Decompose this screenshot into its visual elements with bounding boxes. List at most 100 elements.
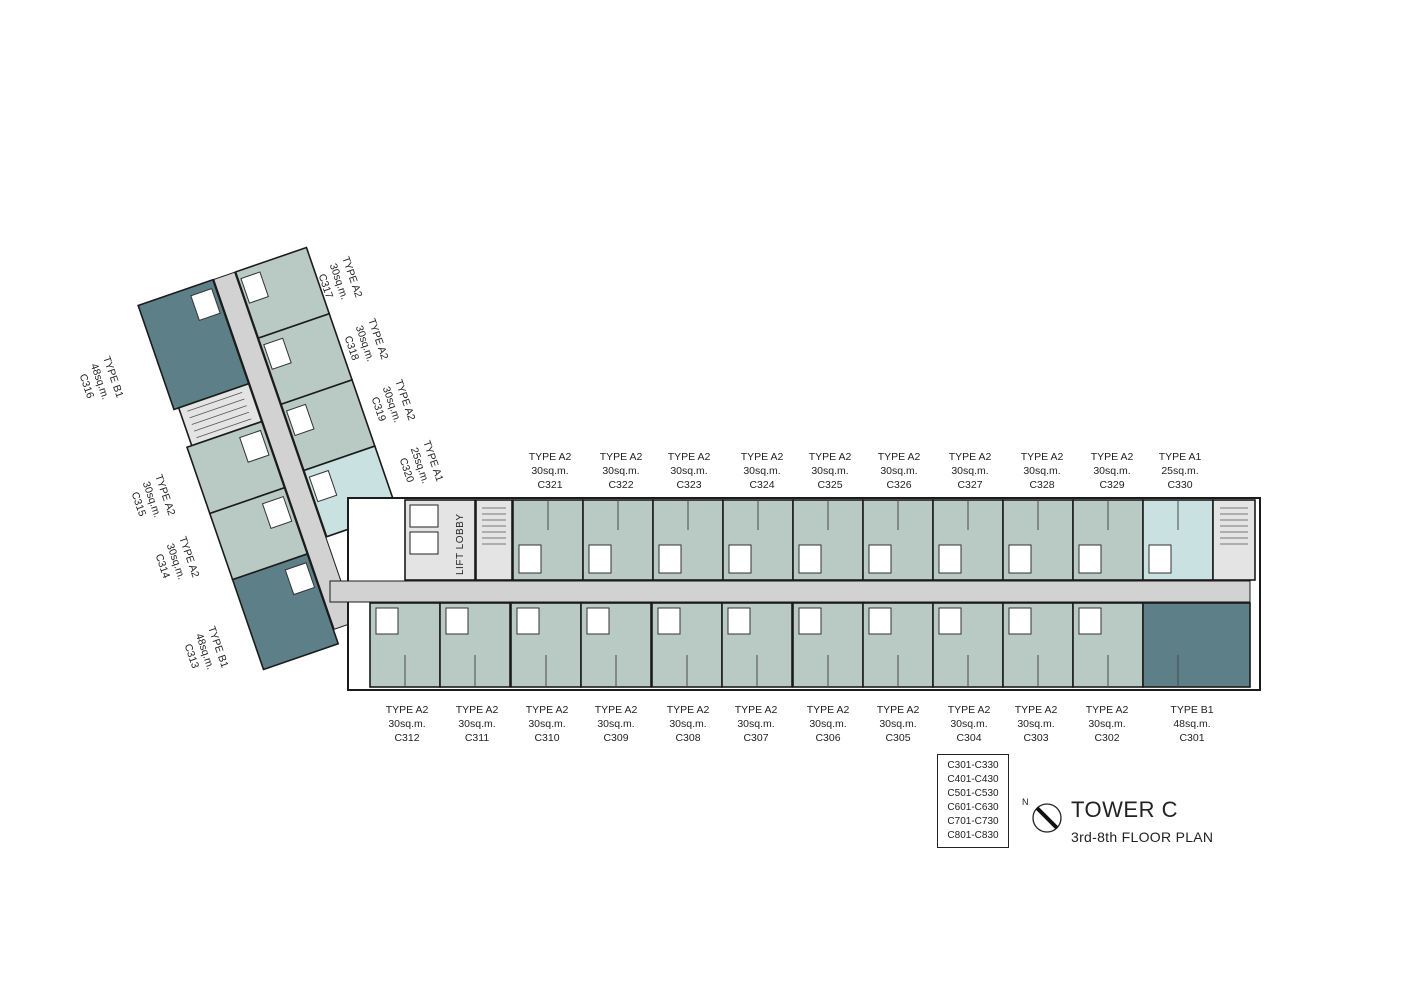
unit-area: 30sq.m. — [811, 465, 848, 477]
unit-type: TYPE A2 — [735, 704, 778, 716]
unit-label-C322: TYPE A2 30sq.m. C322 — [600, 451, 643, 491]
floor-range: C701-C730 — [947, 816, 999, 827]
unit-code: C322 — [608, 479, 633, 491]
bathroom — [240, 271, 270, 304]
bathroom — [588, 544, 612, 574]
unit-type: TYPE A1 — [1159, 451, 1202, 463]
unit-code: C311 — [465, 732, 489, 744]
unit-type: TYPE A2 — [526, 704, 569, 716]
unit-code: C321 — [537, 479, 562, 491]
bathroom — [445, 607, 469, 635]
unit-type: TYPE A2 — [1091, 451, 1134, 463]
bathroom — [1078, 607, 1102, 635]
bathroom — [868, 607, 892, 635]
unit-code: C312 — [394, 732, 419, 744]
main-block: LIFT LOBBY — [329, 497, 1261, 691]
unit-label-C308: TYPE A2 30sq.m. C308 — [667, 704, 710, 744]
unit-code: C303 — [1023, 732, 1048, 744]
unit-code: C330 — [1167, 479, 1192, 491]
unit-type: TYPE A2 — [1021, 451, 1064, 463]
unit-label-C328: TYPE A2 30sq.m. C328 — [1021, 451, 1064, 491]
bathroom — [1008, 544, 1032, 574]
unit-area: 30sq.m. — [743, 465, 780, 477]
unit-type: TYPE A2 — [667, 704, 710, 716]
unit-area: 30sq.m. — [669, 718, 706, 730]
unit-type: TYPE A2 — [877, 704, 920, 716]
unit-type: TYPE B1 — [1170, 704, 1213, 716]
unit-code: C309 — [603, 732, 628, 744]
floor-range: C601-C630 — [947, 802, 999, 813]
unit-area: 30sq.m. — [597, 718, 634, 730]
bathroom — [516, 607, 540, 635]
unit-code: C308 — [675, 732, 700, 744]
unit-area: 30sq.m. — [1017, 718, 1054, 730]
bathroom — [190, 287, 221, 321]
unit-area: 30sq.m. — [670, 465, 707, 477]
bathroom — [798, 544, 822, 574]
bathroom — [727, 607, 751, 635]
unit-area: 30sq.m. — [1088, 718, 1125, 730]
unit-area: 30sq.m. — [737, 718, 774, 730]
floor-range: C801-C830 — [947, 830, 999, 841]
unit-type: TYPE A2 — [600, 451, 643, 463]
unit-code: C325 — [817, 479, 842, 491]
bathroom — [728, 544, 752, 574]
unit-area: 30sq.m. — [602, 465, 639, 477]
lift-lobby-label: LIFT LOBBY — [455, 513, 466, 575]
unit-type: TYPE A2 — [1086, 704, 1129, 716]
unit-code: C304 — [956, 732, 981, 744]
bathroom — [518, 544, 542, 574]
unit-code: C323 — [676, 479, 701, 491]
floor-range: C301-C330 — [947, 760, 999, 771]
bathroom — [239, 429, 270, 463]
north-label: N — [1022, 797, 1029, 807]
unit-area: 30sq.m. — [458, 718, 495, 730]
bathroom — [798, 607, 822, 635]
unit-area: 30sq.m. — [528, 718, 565, 730]
compass-icon — [1032, 803, 1062, 833]
unit-label-C323: TYPE A2 30sq.m. C323 — [668, 451, 711, 491]
unit-area: 48sq.m. — [1173, 718, 1210, 730]
floor-range-box: C301-C330 C401-C430 C501-C530 C601-C630 … — [937, 754, 1009, 848]
bathroom — [261, 495, 293, 530]
unit-code: C328 — [1029, 479, 1054, 491]
unit-type: TYPE A2 — [807, 704, 850, 716]
unit-code: C307 — [743, 732, 768, 744]
unit-type: TYPE A2 — [948, 704, 991, 716]
unit-label-C309: TYPE A2 30sq.m. C309 — [595, 704, 638, 744]
unit-area: 30sq.m. — [1023, 465, 1060, 477]
unit-type: TYPE A2 — [668, 451, 711, 463]
unit-type: TYPE A2 — [456, 704, 499, 716]
bathroom — [1078, 544, 1102, 574]
bathroom — [1148, 544, 1172, 574]
unit-code: C306 — [815, 732, 840, 744]
stair-core — [1212, 499, 1256, 581]
unit-code: C329 — [1099, 479, 1124, 491]
stair-core — [475, 499, 513, 581]
unit-code: C327 — [957, 479, 982, 491]
bathroom — [657, 607, 681, 635]
unit-type: TYPE A2 — [595, 704, 638, 716]
bathroom — [263, 337, 292, 370]
bathroom — [868, 544, 892, 574]
unit-type: TYPE A2 — [1015, 704, 1058, 716]
unit-area: 30sq.m. — [879, 718, 916, 730]
unit-type: TYPE A2 — [529, 451, 572, 463]
bathroom — [938, 544, 962, 574]
